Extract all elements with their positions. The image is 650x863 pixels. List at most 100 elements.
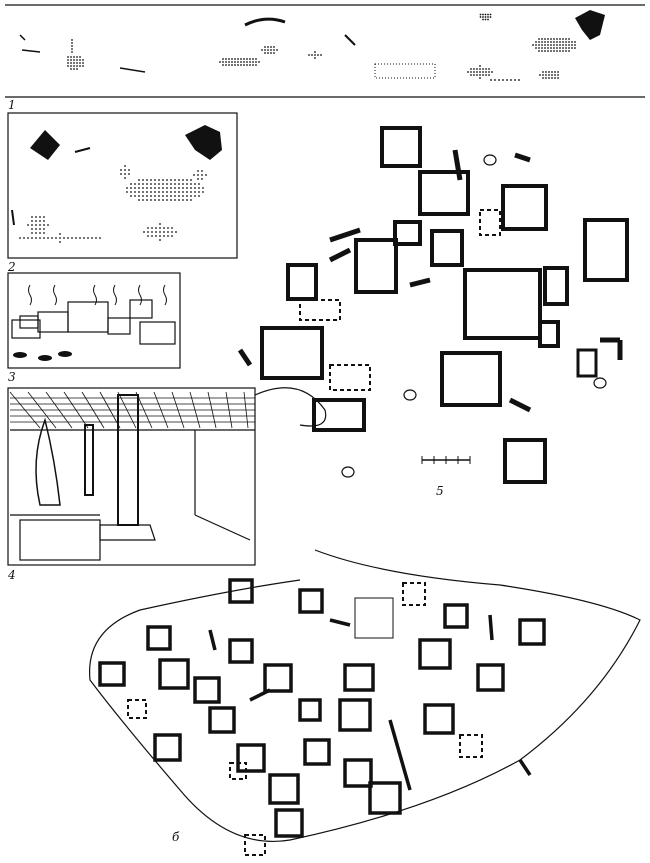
pecked-dot [146,195,148,197]
pecked-dot [59,241,61,243]
pecked-dot [240,61,242,63]
pecked-dot [67,65,69,67]
pecked-dot [205,174,207,176]
animal-silhouette [575,10,605,40]
pecked-dot [246,64,248,66]
pecked-dot [39,232,41,234]
pecked-dot [178,187,180,189]
plan-wall [452,149,463,181]
pecked-dot [193,174,195,176]
plan-wall [329,618,351,627]
pecked-dot [273,46,275,48]
room [158,658,190,690]
room [263,663,293,693]
pecked-dot [557,74,559,76]
pecked-dot [541,38,543,40]
pecked-dot [35,228,37,230]
pecked-dot [167,235,169,237]
pecked-dot [31,232,33,234]
pecked-dot [138,179,140,181]
pecked-dot [138,191,140,193]
room [303,738,331,766]
pecked-dot [545,77,547,79]
pecked-dot [571,41,573,43]
pecked-dot [568,44,570,46]
pecked-dot [246,58,248,60]
shrine-interior-reconstruction [9,391,255,561]
pecked-dot [252,61,254,63]
pecked-dot [154,179,156,181]
pecked-dot [124,165,126,167]
pecked-dot [142,195,144,197]
pillar [117,394,139,526]
pecked-dot [476,68,478,70]
room [393,220,422,246]
pecked-dot [170,187,172,189]
pecked-dot [47,224,49,226]
pecked-dot [197,178,199,180]
room [518,618,546,646]
pecked-dot [489,16,492,18]
platform [99,524,156,541]
pecked-dot [249,61,251,63]
pecked-dot [225,64,227,66]
pecked-dot [186,187,188,189]
pecked-dot [544,47,546,49]
pecked-dot [70,65,72,67]
pecked-dot [76,65,78,67]
pecked-dot [170,199,172,201]
pecked-dot [67,62,69,64]
pecked-dot [267,46,269,48]
pecked-dot [541,47,543,49]
pecked-dot [194,183,196,185]
pecked-dot [142,191,144,193]
pecked-dot [146,179,148,181]
open-square [354,597,394,639]
pecked-dot [171,235,173,237]
pecked-dot [479,74,481,76]
room-dashed [479,209,501,236]
pecked-dot [182,191,184,193]
pecked-dot [550,44,552,46]
pecked-dot [79,59,81,61]
panel-label-6: б [172,830,180,844]
pecked-dot [182,199,184,201]
pecked-dot [70,68,72,70]
pecked-dot [39,228,41,230]
pecked-dot [154,195,156,197]
plan-wall [488,614,494,641]
pecked-dot [79,65,81,67]
plan-wall [208,629,217,651]
pecked-dot [155,227,157,229]
pecked-dot [479,71,481,73]
pecked-dot [243,64,245,66]
pecked-dot [198,187,200,189]
smoke-plume [93,284,97,306]
pecked-dot [243,61,245,63]
pecked-dot [261,49,263,51]
pecked-dot [557,77,559,79]
pecked-dot [565,38,567,40]
outline [254,387,327,427]
pecked-dot [150,183,152,185]
pecked-dot [178,191,180,193]
pecked-dot [39,237,41,239]
room [268,773,300,805]
pecked-dot [71,39,73,41]
pecked-dot [27,224,29,226]
pecked-dot [162,195,164,197]
panel-3-frame [7,272,181,369]
rock-art-mark [374,63,436,79]
pecked-dot [128,173,130,175]
pecked-dot [138,199,140,201]
pecked-dot [190,195,192,197]
pecked-dot [138,183,140,185]
pecked-dot [562,41,564,43]
plan-wall [328,247,352,263]
pecked-dot [182,187,184,189]
house-block [19,315,39,329]
pecked-dot [482,16,484,18]
pecked-dot [126,187,128,189]
pecked-dot [574,41,576,43]
